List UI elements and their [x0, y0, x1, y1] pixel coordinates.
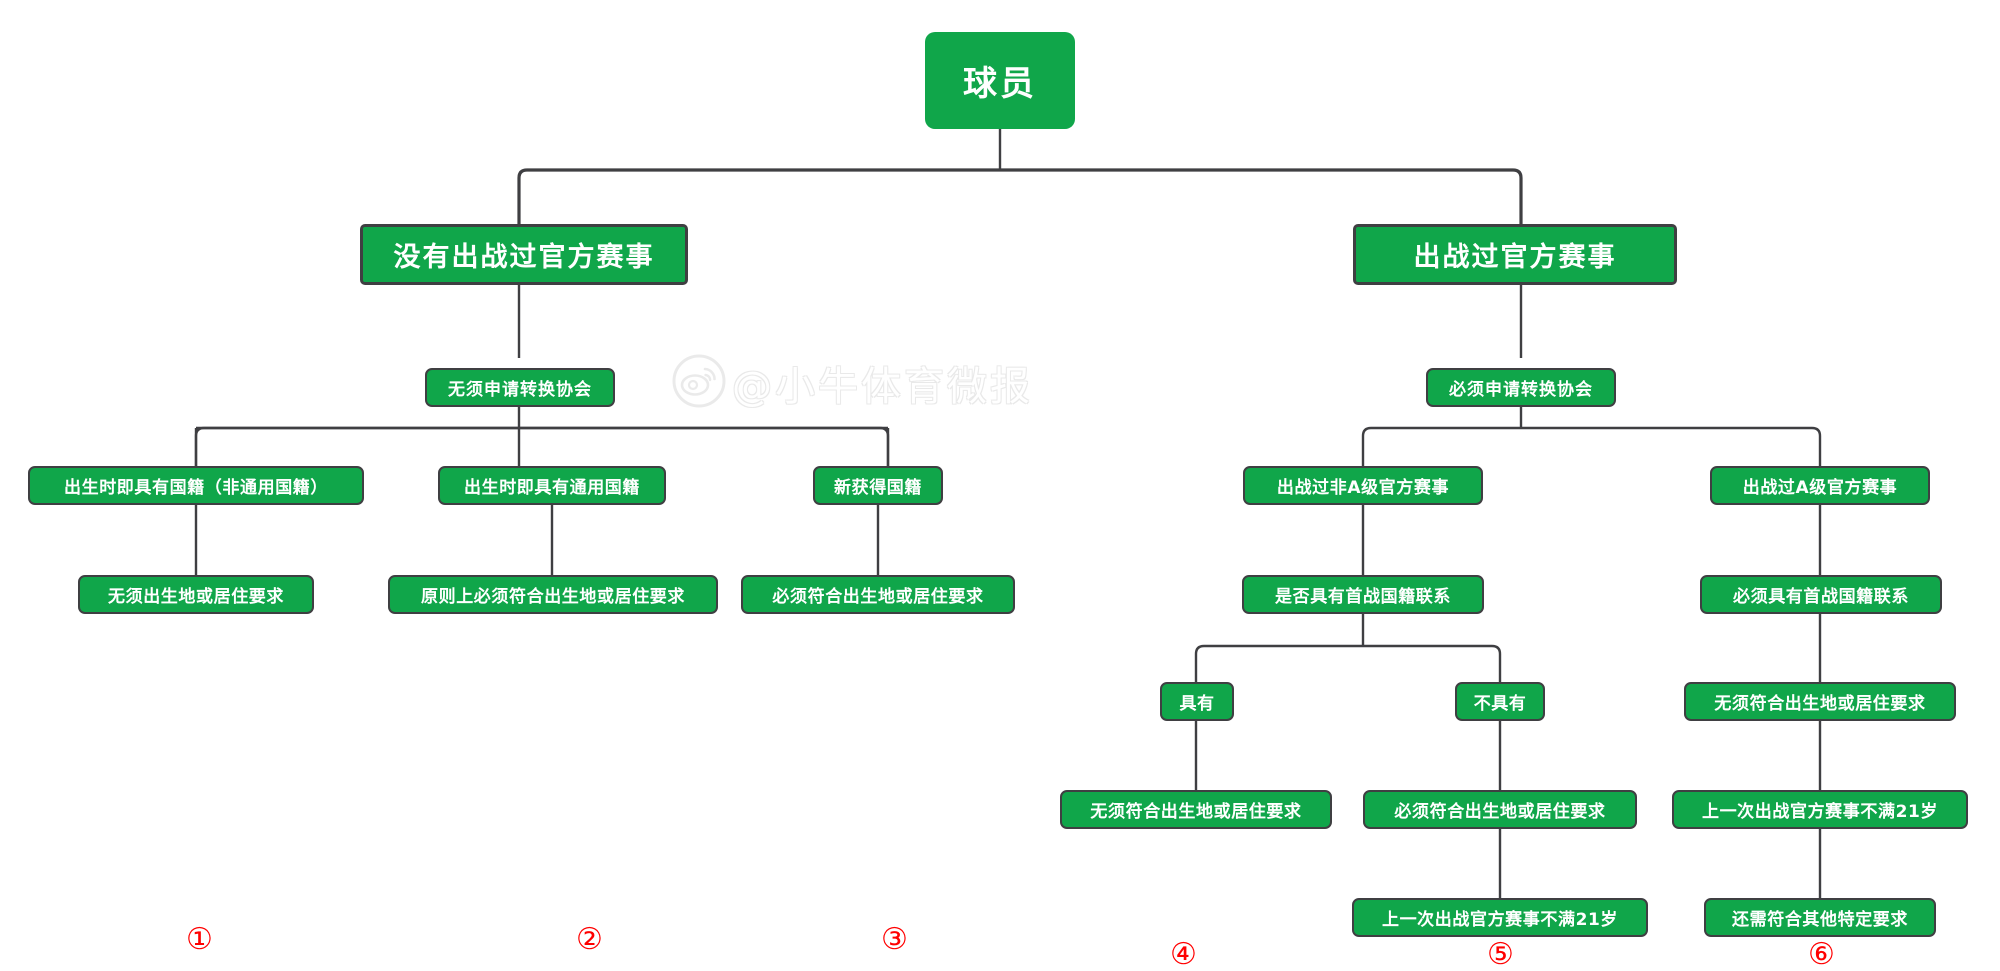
weibo-logo-icon	[672, 354, 726, 412]
node-newly-acquired-nationality[interactable]: 新获得国籍	[813, 466, 943, 505]
node-has-link-yes-label: 具有	[1179, 694, 1215, 714]
node-association-switch-required[interactable]: 必须申请转换协会	[1426, 368, 1616, 407]
node-a-level-other-specific-requirements-label: 还需符合其他特定要求	[1732, 910, 1908, 930]
marker-5: ⑤	[1487, 940, 1514, 970]
node-a-level-no-residency-requirement[interactable]: 无须符合出生地或居住要求	[1684, 682, 1956, 721]
watermark: @小牛体育微报	[672, 352, 1172, 414]
node-played-official-match[interactable]: 出战过官方赛事	[1353, 224, 1677, 285]
node-must-have-first-match-nationality-link-label: 必须具有首战国籍联系	[1733, 587, 1909, 607]
node-in-principle-must-meet-requirement[interactable]: 原则上必须符合出生地或居住要求	[388, 575, 718, 614]
node-no-must-meet-residency-requirement[interactable]: 必须符合出生地或居住要求	[1363, 790, 1637, 829]
marker-4: ④	[1170, 940, 1197, 970]
node-no-must-meet-residency-requirement-label: 必须符合出生地或居住要求	[1394, 802, 1606, 822]
node-nationality-at-birth-non-common[interactable]: 出生时即具有国籍（非通用国籍）	[28, 466, 364, 505]
marker-2: ②	[576, 925, 603, 955]
node-a-level-under-21-last-official-match[interactable]: 上一次出战官方赛事不满21岁	[1672, 790, 1968, 829]
node-no-association-switch-required-label: 无须申请转换协会	[448, 380, 592, 400]
node-has-first-match-nationality-link-question[interactable]: 是否具有首战国籍联系	[1242, 575, 1484, 614]
marker-3: ③	[881, 925, 908, 955]
node-played-official-match-label: 出战过官方赛事	[1413, 242, 1617, 273]
node-no-official-match-label: 没有出战过官方赛事	[393, 242, 655, 273]
node-no-association-switch-required[interactable]: 无须申请转换协会	[425, 368, 615, 407]
node-a-level-official-match-label: 出战过A级官方赛事	[1742, 478, 1898, 498]
node-yes-no-residency-requirement[interactable]: 无须符合出生地或居住要求	[1060, 790, 1332, 829]
marker-2-label: ②	[576, 922, 603, 957]
node-common-nationality-at-birth-label: 出生时即具有通用国籍	[464, 478, 640, 498]
node-has-link-no-label: 不具有	[1473, 694, 1527, 714]
node-root[interactable]: 球员	[925, 32, 1075, 129]
node-root-label: 球员	[963, 64, 1037, 104]
watermark-text: @小牛体育微报	[732, 364, 1033, 410]
marker-1-label: ①	[186, 922, 213, 957]
node-must-have-first-match-nationality-link[interactable]: 必须具有首战国籍联系	[1700, 575, 1942, 614]
marker-1: ①	[186, 925, 213, 955]
node-no-birth-or-residency-requirement-label: 无须出生地或居住要求	[108, 587, 284, 607]
node-no-under-21-last-official-match[interactable]: 上一次出战官方赛事不满21岁	[1352, 898, 1648, 937]
node-must-meet-birth-or-residency-requirement[interactable]: 必须符合出生地或居住要求	[741, 575, 1015, 614]
node-no-under-21-last-official-match-label: 上一次出战官方赛事不满21岁	[1381, 910, 1619, 930]
node-in-principle-must-meet-requirement-label: 原则上必须符合出生地或居住要求	[421, 587, 685, 607]
marker-4-label: ④	[1170, 937, 1197, 971]
node-association-switch-required-label: 必须申请转换协会	[1449, 380, 1593, 400]
node-has-first-match-nationality-link-question-label: 是否具有首战国籍联系	[1275, 587, 1451, 607]
node-a-level-no-residency-requirement-label: 无须符合出生地或居住要求	[1714, 694, 1926, 714]
marker-6: ⑥	[1808, 940, 1835, 970]
node-a-level-other-specific-requirements[interactable]: 还需符合其他特定要求	[1704, 898, 1936, 937]
marker-3-label: ③	[881, 922, 908, 957]
node-nationality-at-birth-non-common-label: 出生时即具有国籍（非通用国籍）	[64, 478, 328, 498]
node-no-birth-or-residency-requirement[interactable]: 无须出生地或居住要求	[78, 575, 314, 614]
node-non-a-level-official-match-label: 出战过非A级官方赛事	[1276, 478, 1450, 498]
marker-5-label: ⑤	[1487, 937, 1514, 971]
marker-6-label: ⑥	[1808, 937, 1835, 971]
node-a-level-under-21-last-official-match-label: 上一次出战官方赛事不满21岁	[1701, 802, 1939, 822]
node-no-official-match[interactable]: 没有出战过官方赛事	[360, 224, 688, 285]
node-a-level-official-match[interactable]: 出战过A级官方赛事	[1710, 466, 1930, 505]
node-yes-no-residency-requirement-label: 无须符合出生地或居住要求	[1090, 802, 1302, 822]
node-non-a-level-official-match[interactable]: 出战过非A级官方赛事	[1243, 466, 1483, 505]
node-has-link-yes[interactable]: 具有	[1160, 682, 1234, 721]
node-common-nationality-at-birth[interactable]: 出生时即具有通用国籍	[438, 466, 666, 505]
node-has-link-no[interactable]: 不具有	[1455, 682, 1545, 721]
node-newly-acquired-nationality-label: 新获得国籍	[834, 478, 922, 498]
node-must-meet-birth-or-residency-requirement-label: 必须符合出生地或居住要求	[772, 587, 984, 607]
